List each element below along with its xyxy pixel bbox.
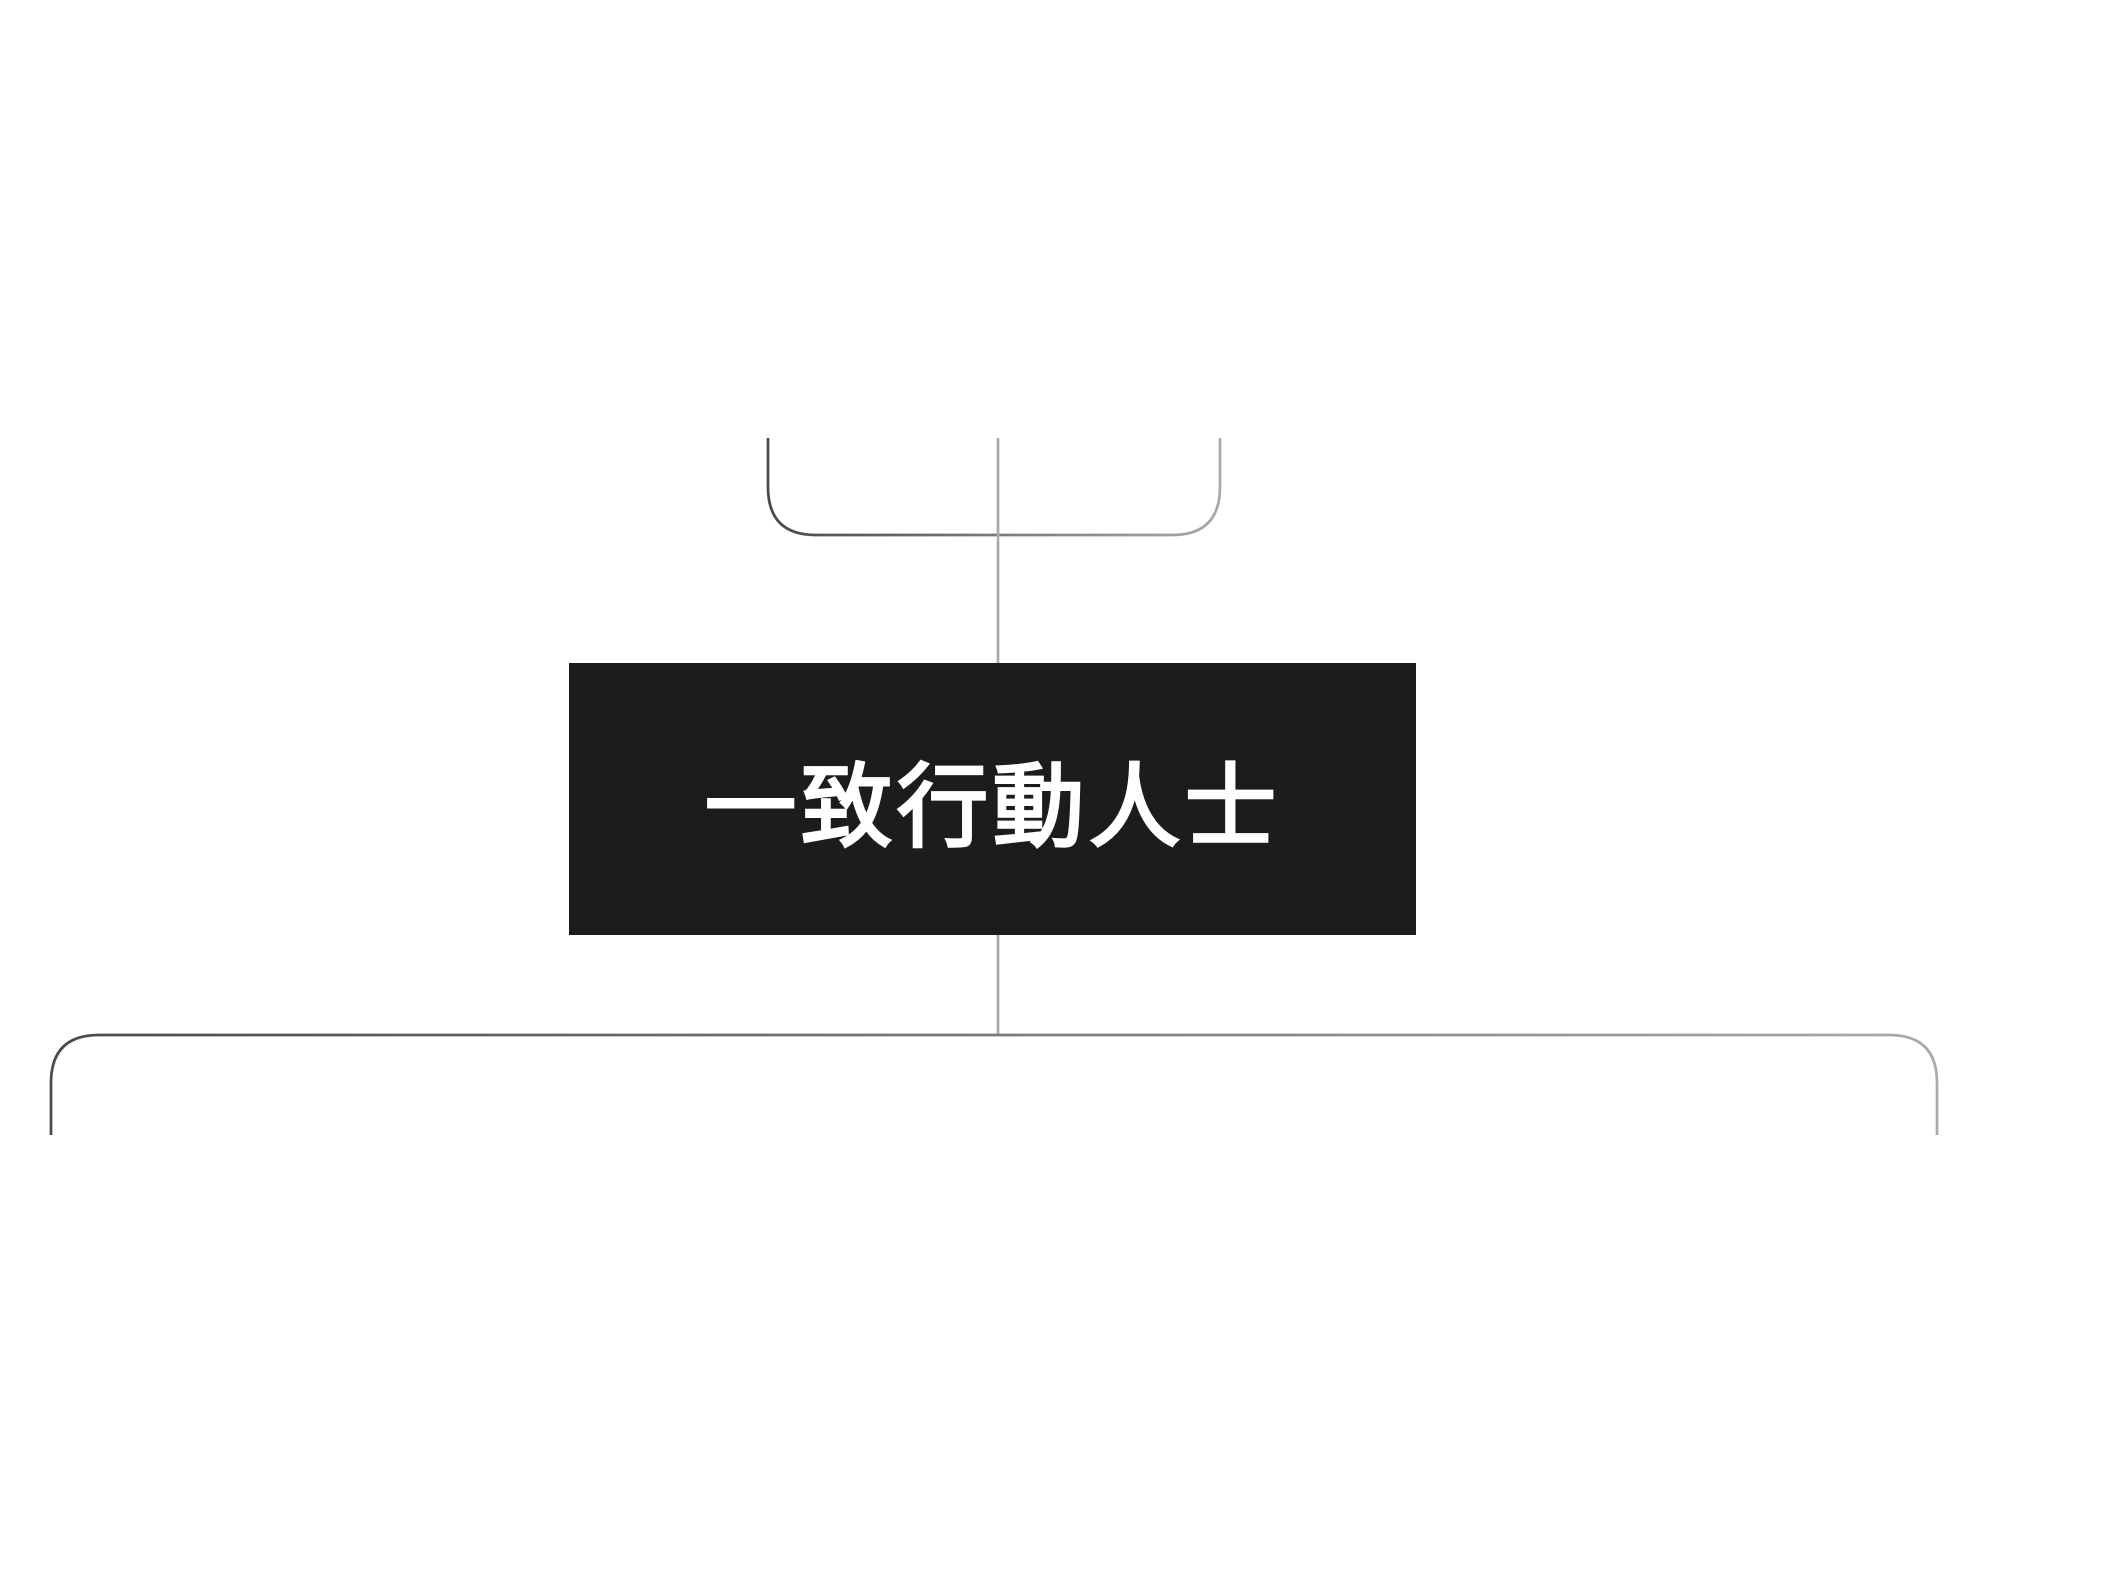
central-topic-label: 一致行動人士	[704, 753, 1281, 861]
central-topic-node[interactable]: 一致行動人士	[569, 663, 1416, 935]
lower-branch-bracket	[49, 1033, 1939, 1135]
upper-branch-bracket	[766, 438, 1222, 537]
